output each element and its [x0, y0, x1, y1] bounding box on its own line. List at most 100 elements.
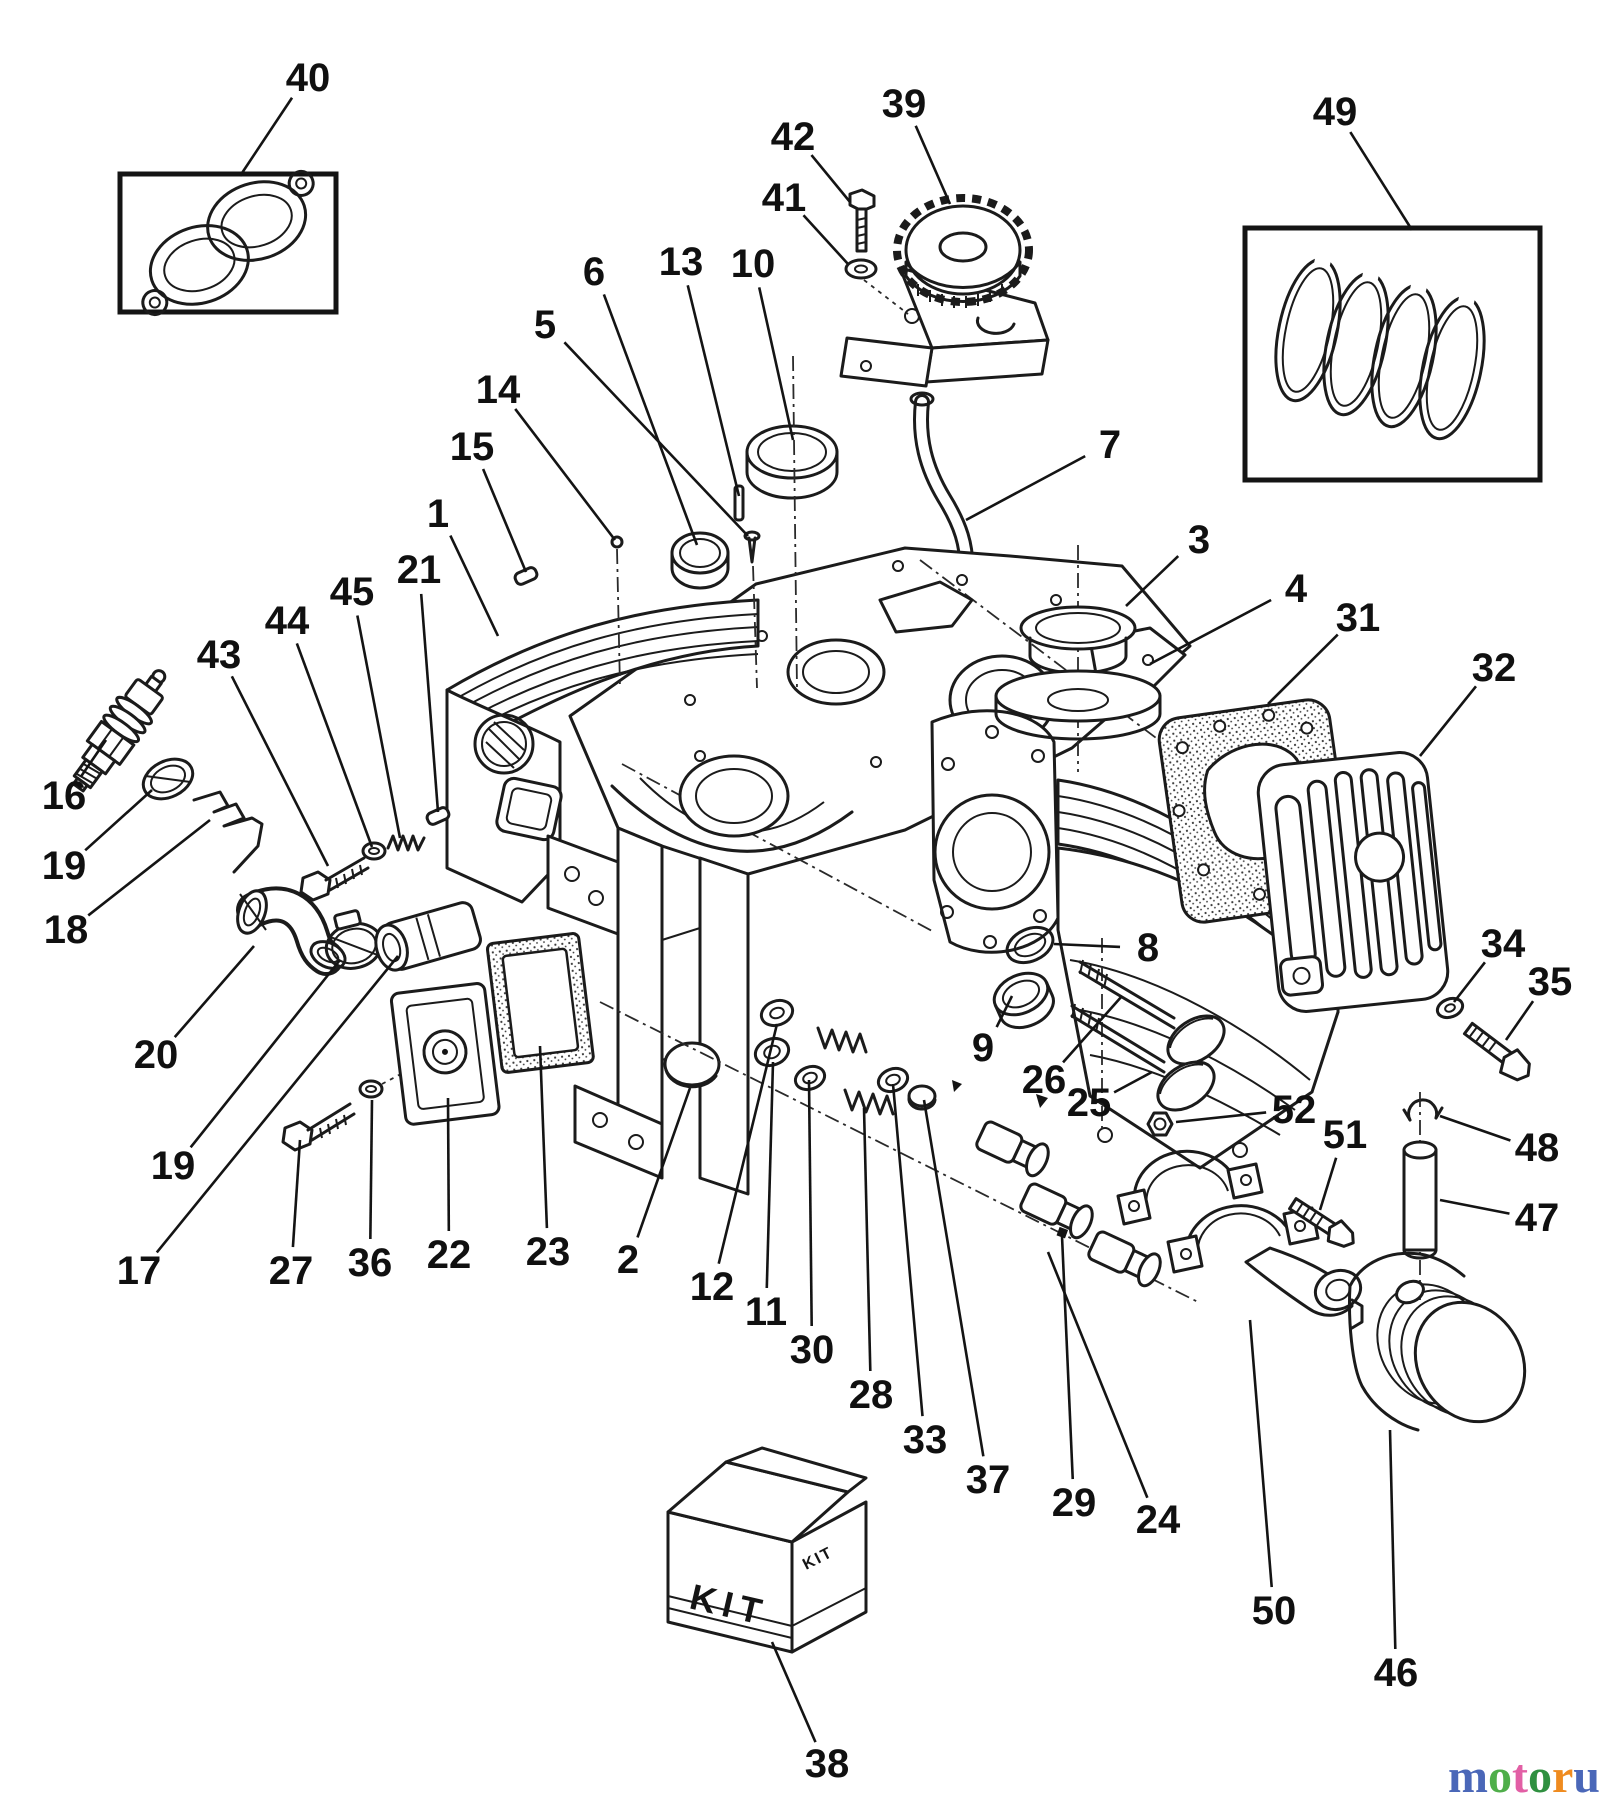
part-number-37: 37 [966, 1458, 1011, 1502]
part-number-16: 16 [42, 774, 87, 818]
leader-line-37 [922, 1099, 985, 1457]
ellipse-shape [148, 224, 250, 306]
path-shape [1166, 1234, 1204, 1274]
part-number-22: 22 [427, 1233, 472, 1277]
callout-4: 4 [1149, 567, 1308, 666]
circle-shape [941, 757, 955, 771]
leader-line-33 [891, 1083, 924, 1417]
circle-shape [985, 725, 999, 739]
ellipse-shape [876, 1066, 910, 1094]
circle-shape [1197, 863, 1211, 877]
callout-11: 11 [745, 1061, 787, 1334]
callout-25: 25 [1067, 1070, 1153, 1125]
circle-shape [1033, 909, 1047, 923]
inset-box-gasket-40 [117, 169, 339, 317]
part-number-31: 31 [1336, 596, 1381, 640]
leader-line-7 [965, 454, 1086, 522]
leader-line-19 [84, 789, 153, 852]
callout-15: 15 [450, 425, 528, 573]
plug-disc-2 [663, 1041, 721, 1089]
ellipse-shape [365, 1085, 377, 1093]
part-number-30: 30 [790, 1328, 835, 1372]
part-number-34: 34 [1481, 922, 1526, 966]
circle-shape [1232, 1142, 1248, 1158]
part-number-7: 7 [1099, 423, 1121, 467]
circle-shape [933, 793, 1051, 911]
rect-shape [1242, 225, 1543, 483]
path-shape [1196, 1212, 1281, 1257]
part-number-33: 33 [903, 1418, 948, 1462]
callout-39: 39 [882, 82, 952, 205]
part-number-36: 36 [348, 1241, 393, 1285]
bolt-27 [281, 1102, 356, 1152]
leader-line-40 [238, 96, 294, 177]
circle-shape [588, 890, 604, 906]
circle-shape [892, 560, 904, 572]
leader-line-9 [995, 995, 1014, 1028]
rect-shape [733, 484, 745, 522]
part-number-26: 26 [1022, 1058, 1067, 1102]
leader-line-1 [449, 534, 500, 637]
circle-shape [473, 713, 535, 775]
ellipse-shape [994, 669, 1162, 723]
callout-48: 48 [1439, 1114, 1559, 1170]
leader-line-35 [1504, 1000, 1535, 1041]
path-shape [724, 1446, 868, 1494]
circle-shape [1294, 1220, 1306, 1232]
circle-shape [1153, 1117, 1167, 1131]
ellipse-shape [149, 764, 187, 794]
part-number-46: 46 [1374, 1651, 1419, 1695]
path-shape [698, 856, 750, 1196]
ellipse-shape [242, 897, 262, 927]
ellipse-shape [361, 841, 387, 861]
circle-shape [431, 1038, 458, 1065]
ellipse-shape [793, 1064, 827, 1092]
callout-36: 36 [348, 1099, 393, 1285]
part-number-32: 32 [1472, 646, 1517, 690]
g-shape [940, 725, 1047, 949]
rod-nut-52 [1146, 1111, 1174, 1137]
circle-shape [1050, 594, 1062, 606]
path-shape [1226, 1162, 1264, 1200]
pin-21 [425, 806, 451, 826]
part-number-23: 23 [526, 1230, 571, 1274]
circle-shape [592, 1112, 608, 1128]
path-shape [975, 316, 1016, 335]
circle-shape [684, 694, 696, 706]
path-shape [907, 1096, 937, 1111]
rect-shape [513, 566, 539, 586]
leader-line-4 [1149, 598, 1272, 666]
callout-28: 28 [849, 1107, 893, 1417]
rod-bolt-51 [1288, 1197, 1355, 1248]
path-shape [239, 893, 267, 931]
piston-rings-49 [1274, 252, 1486, 441]
leader-line-23 [538, 1045, 549, 1229]
ellipse-shape [844, 258, 878, 280]
path-shape [1168, 1017, 1214, 1049]
circle-shape [1240, 1174, 1252, 1186]
path-shape [856, 217, 867, 245]
callout-22: 22 [427, 1097, 472, 1277]
ellipse-shape [802, 1071, 818, 1085]
part-number-19: 19 [151, 1144, 196, 1188]
gasket-40 [141, 169, 315, 317]
rect-shape [71, 776, 89, 793]
part-number-29: 29 [1052, 1481, 1097, 1525]
callout-38: 38 [770, 1641, 849, 1786]
path-shape [1079, 959, 1108, 989]
part-number-4: 4 [1285, 567, 1308, 611]
path-shape [670, 551, 730, 590]
leader-line-27 [291, 1139, 302, 1248]
ellipse-shape [907, 1084, 937, 1108]
callout-31: 31 [1267, 596, 1381, 705]
ellipse-shape [1005, 925, 1055, 965]
callout-21: 21 [397, 548, 441, 813]
head-bolt-35 [1462, 1021, 1531, 1082]
g-shape [1418, 290, 1486, 441]
ellipse-shape [1402, 1140, 1438, 1160]
rect-shape [855, 207, 868, 253]
rect-shape [1313, 252, 1333, 270]
path-shape [664, 1068, 718, 1089]
